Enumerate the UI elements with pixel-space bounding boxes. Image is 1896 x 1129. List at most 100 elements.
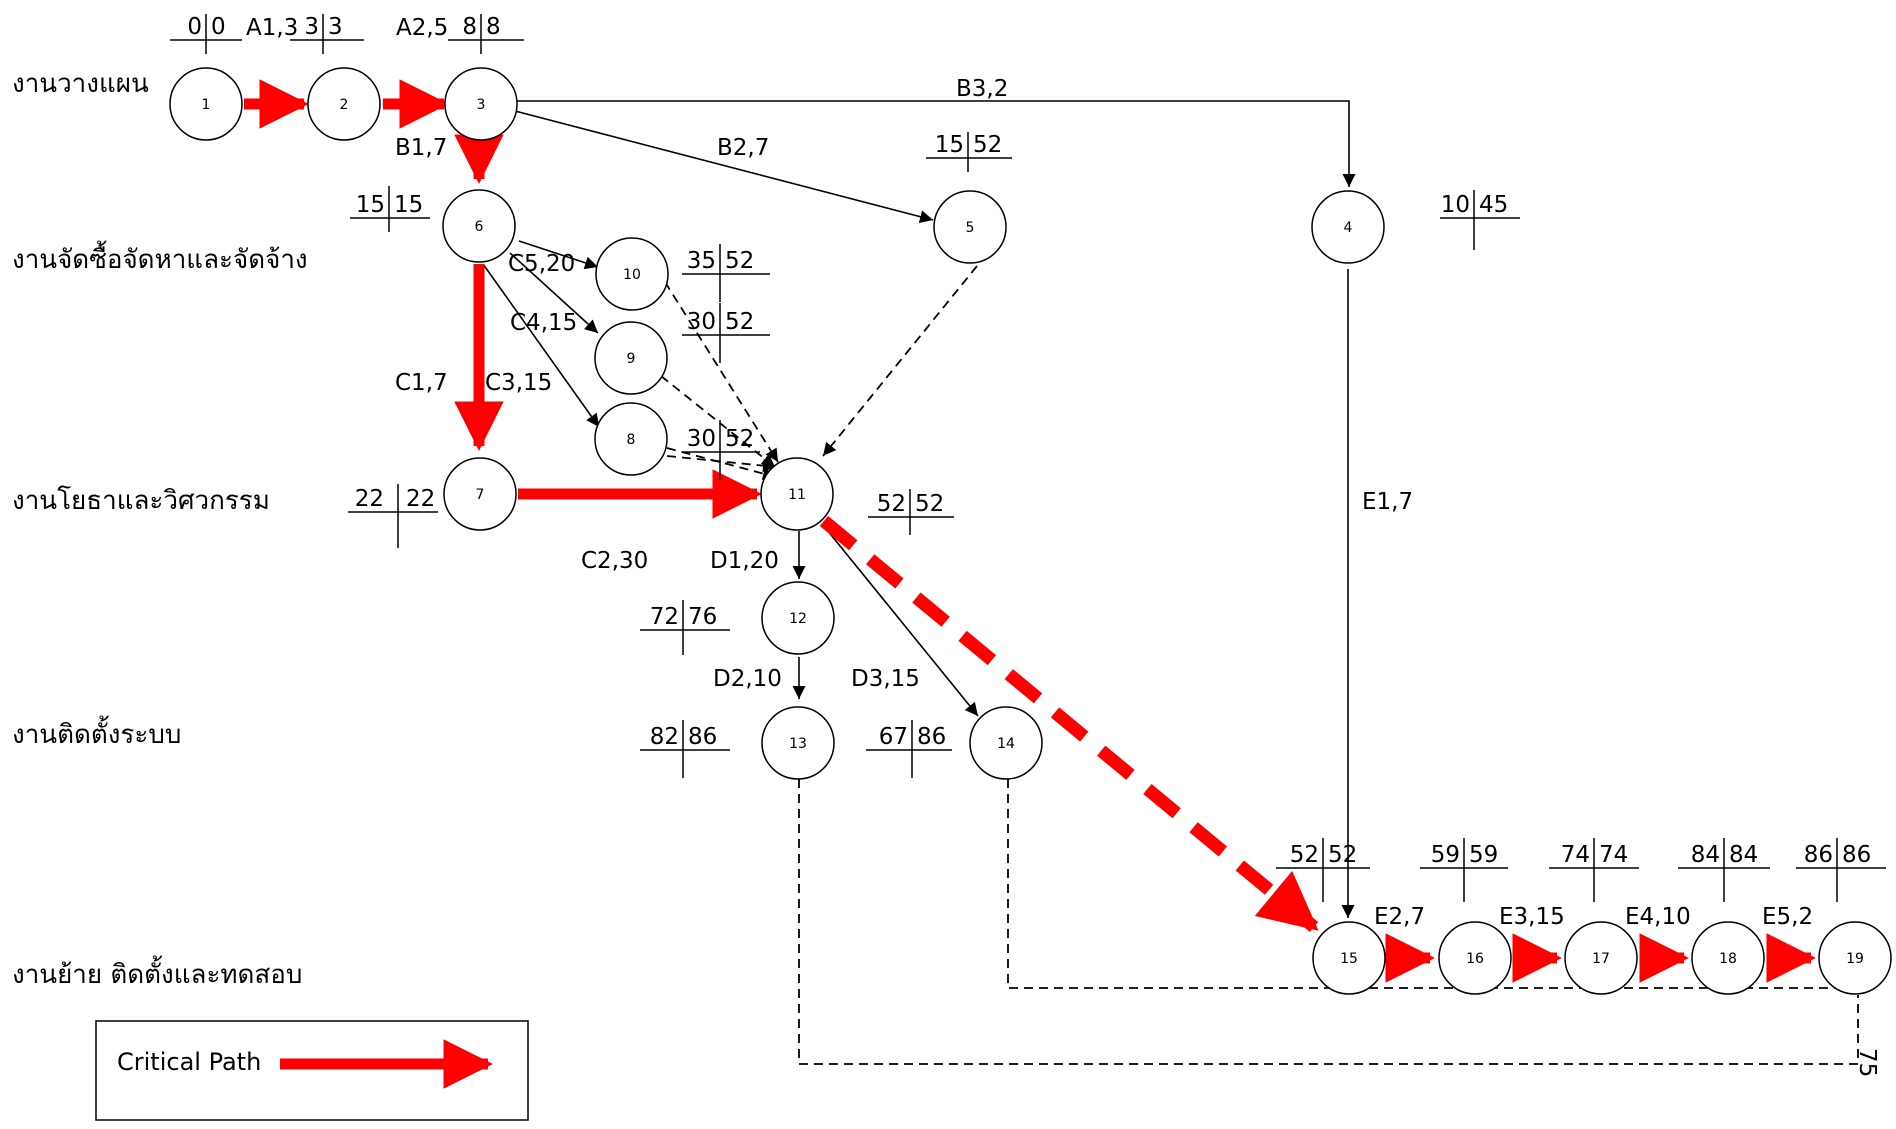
- ls-node-5: 52: [973, 132, 1002, 158]
- phase-labels: งานวางแผน งานจัดซื้อจัดหาและจัดจ้าง งานโ…: [12, 69, 308, 990]
- phase-label-move: งานย้าย ติดตั้งและทดสอบ: [12, 955, 302, 990]
- activity-label-e2: E2,7: [1374, 904, 1425, 930]
- ls-node-11: 52: [915, 491, 944, 517]
- activity-label-b2: B2,7: [717, 135, 769, 161]
- node-16-label: 16: [1466, 951, 1484, 967]
- node-17: 17: [1565, 922, 1637, 994]
- es-node-15: 52: [1290, 842, 1319, 868]
- activity-label-d2: D2,10: [713, 666, 782, 692]
- ls-node-17: 74: [1599, 842, 1628, 868]
- ls-node-18: 84: [1729, 842, 1758, 868]
- es-node-4: 10: [1441, 192, 1470, 218]
- node-13-label: 13: [789, 736, 807, 752]
- es-node-7: 22: [355, 486, 384, 512]
- ls-node-1: 0: [211, 14, 226, 40]
- ls-node-16: 59: [1469, 842, 1498, 868]
- ls-node-9: 52: [725, 309, 754, 335]
- activity-label-c2: C2,30: [581, 548, 648, 574]
- ls-node-4: 45: [1479, 192, 1508, 218]
- time-cross-node-11: 52 52: [868, 489, 954, 535]
- time-cross-node-8: 30 52: [683, 420, 760, 480]
- node-4: 4: [1312, 191, 1384, 263]
- activity-label-e4: E4,10: [1625, 904, 1691, 930]
- node-11-label: 11: [788, 487, 806, 503]
- activity-label-e5: E5,2: [1762, 904, 1813, 930]
- node-8: 8: [595, 403, 667, 475]
- es-node-12: 72: [650, 604, 679, 630]
- time-cross-node-4: 10 45: [1440, 190, 1520, 250]
- ls-node-8: 52: [725, 426, 754, 452]
- es-node-14: 67: [879, 724, 908, 750]
- node-2: 2: [308, 68, 380, 140]
- node-3-label: 3: [477, 97, 486, 113]
- dummy-13-19: [799, 779, 1858, 1064]
- node-4-label: 4: [1344, 220, 1353, 236]
- dummy-edge-label: 75: [1854, 1048, 1880, 1077]
- activity-label-e3: E3,15: [1499, 904, 1565, 930]
- node-2-label: 2: [340, 97, 349, 113]
- es-node-6: 15: [356, 192, 385, 218]
- dummy-5-11: [823, 266, 977, 456]
- es-node-19: 86: [1804, 842, 1833, 868]
- es-node-8: 30: [687, 426, 716, 452]
- activity-label-c3: C3,15: [485, 370, 552, 396]
- node-5-label: 5: [966, 220, 975, 236]
- phase-label-install: งานติดตั้งระบบ: [12, 715, 181, 750]
- es-node-2: 3: [304, 14, 319, 40]
- arrow-c3: [483, 264, 599, 427]
- node-1: 1: [170, 68, 242, 140]
- activity-label-e1: E1,7: [1362, 489, 1413, 515]
- activity-label-d3: D3,15: [851, 666, 920, 692]
- time-cross-node-13: 82 86: [640, 720, 730, 778]
- activity-label-d1: D1,20: [710, 548, 779, 574]
- ls-node-15: 52: [1328, 842, 1357, 868]
- node-18-label: 18: [1719, 951, 1737, 967]
- es-node-16: 59: [1431, 842, 1460, 868]
- time-cross-node-14: 67 86: [866, 720, 952, 778]
- time-cross-node-7: 2222: [348, 484, 438, 548]
- ls-node-2: 3: [328, 14, 343, 40]
- node-7-label: 7: [476, 487, 485, 503]
- phase-label-civil: งานโยธาและวิศวกรรม: [12, 485, 270, 516]
- activity-label-c1: C1,7: [395, 370, 448, 396]
- ls-node-3: 8: [486, 14, 501, 40]
- node-3: 3: [445, 68, 517, 140]
- node-19: 19: [1819, 922, 1891, 994]
- activity-label-b1: B1,7: [395, 135, 447, 161]
- node-15-label: 15: [1340, 951, 1358, 967]
- node-5: 5: [934, 191, 1006, 263]
- es-node-11: 52: [877, 491, 906, 517]
- es-node-13: 82: [650, 724, 679, 750]
- ls-node-12: 76: [688, 604, 717, 630]
- node-9-label: 9: [627, 351, 636, 367]
- ls-node-14: 86: [917, 724, 946, 750]
- legend: Critical Path: [96, 1021, 528, 1120]
- node-12: 12: [762, 582, 834, 654]
- node-13: 13: [762, 707, 834, 779]
- activity-label-b3: B3,2: [956, 76, 1008, 102]
- ls-node-13: 86: [688, 724, 717, 750]
- activity-label-c4: C4,15: [510, 310, 577, 336]
- es-node-5: 15: [935, 132, 964, 158]
- es-node-9: 30: [687, 309, 716, 335]
- node-14: 14: [970, 707, 1042, 779]
- es-node-3: 8: [462, 14, 477, 40]
- es-node-18: 84: [1691, 842, 1720, 868]
- time-cross-node-18: 84 84: [1678, 838, 1770, 902]
- phase-label-planning: งานวางแผน: [12, 69, 149, 99]
- activity-label-c5: C5,20: [508, 251, 575, 277]
- node-14-label: 14: [997, 736, 1015, 752]
- node-1-label: 1: [202, 97, 211, 113]
- node-17-label: 17: [1592, 951, 1610, 967]
- node-7: 7: [444, 458, 516, 530]
- dummy-9-11: [661, 376, 775, 467]
- ls-node-10: 52: [725, 248, 754, 274]
- node-10: 10: [596, 238, 668, 310]
